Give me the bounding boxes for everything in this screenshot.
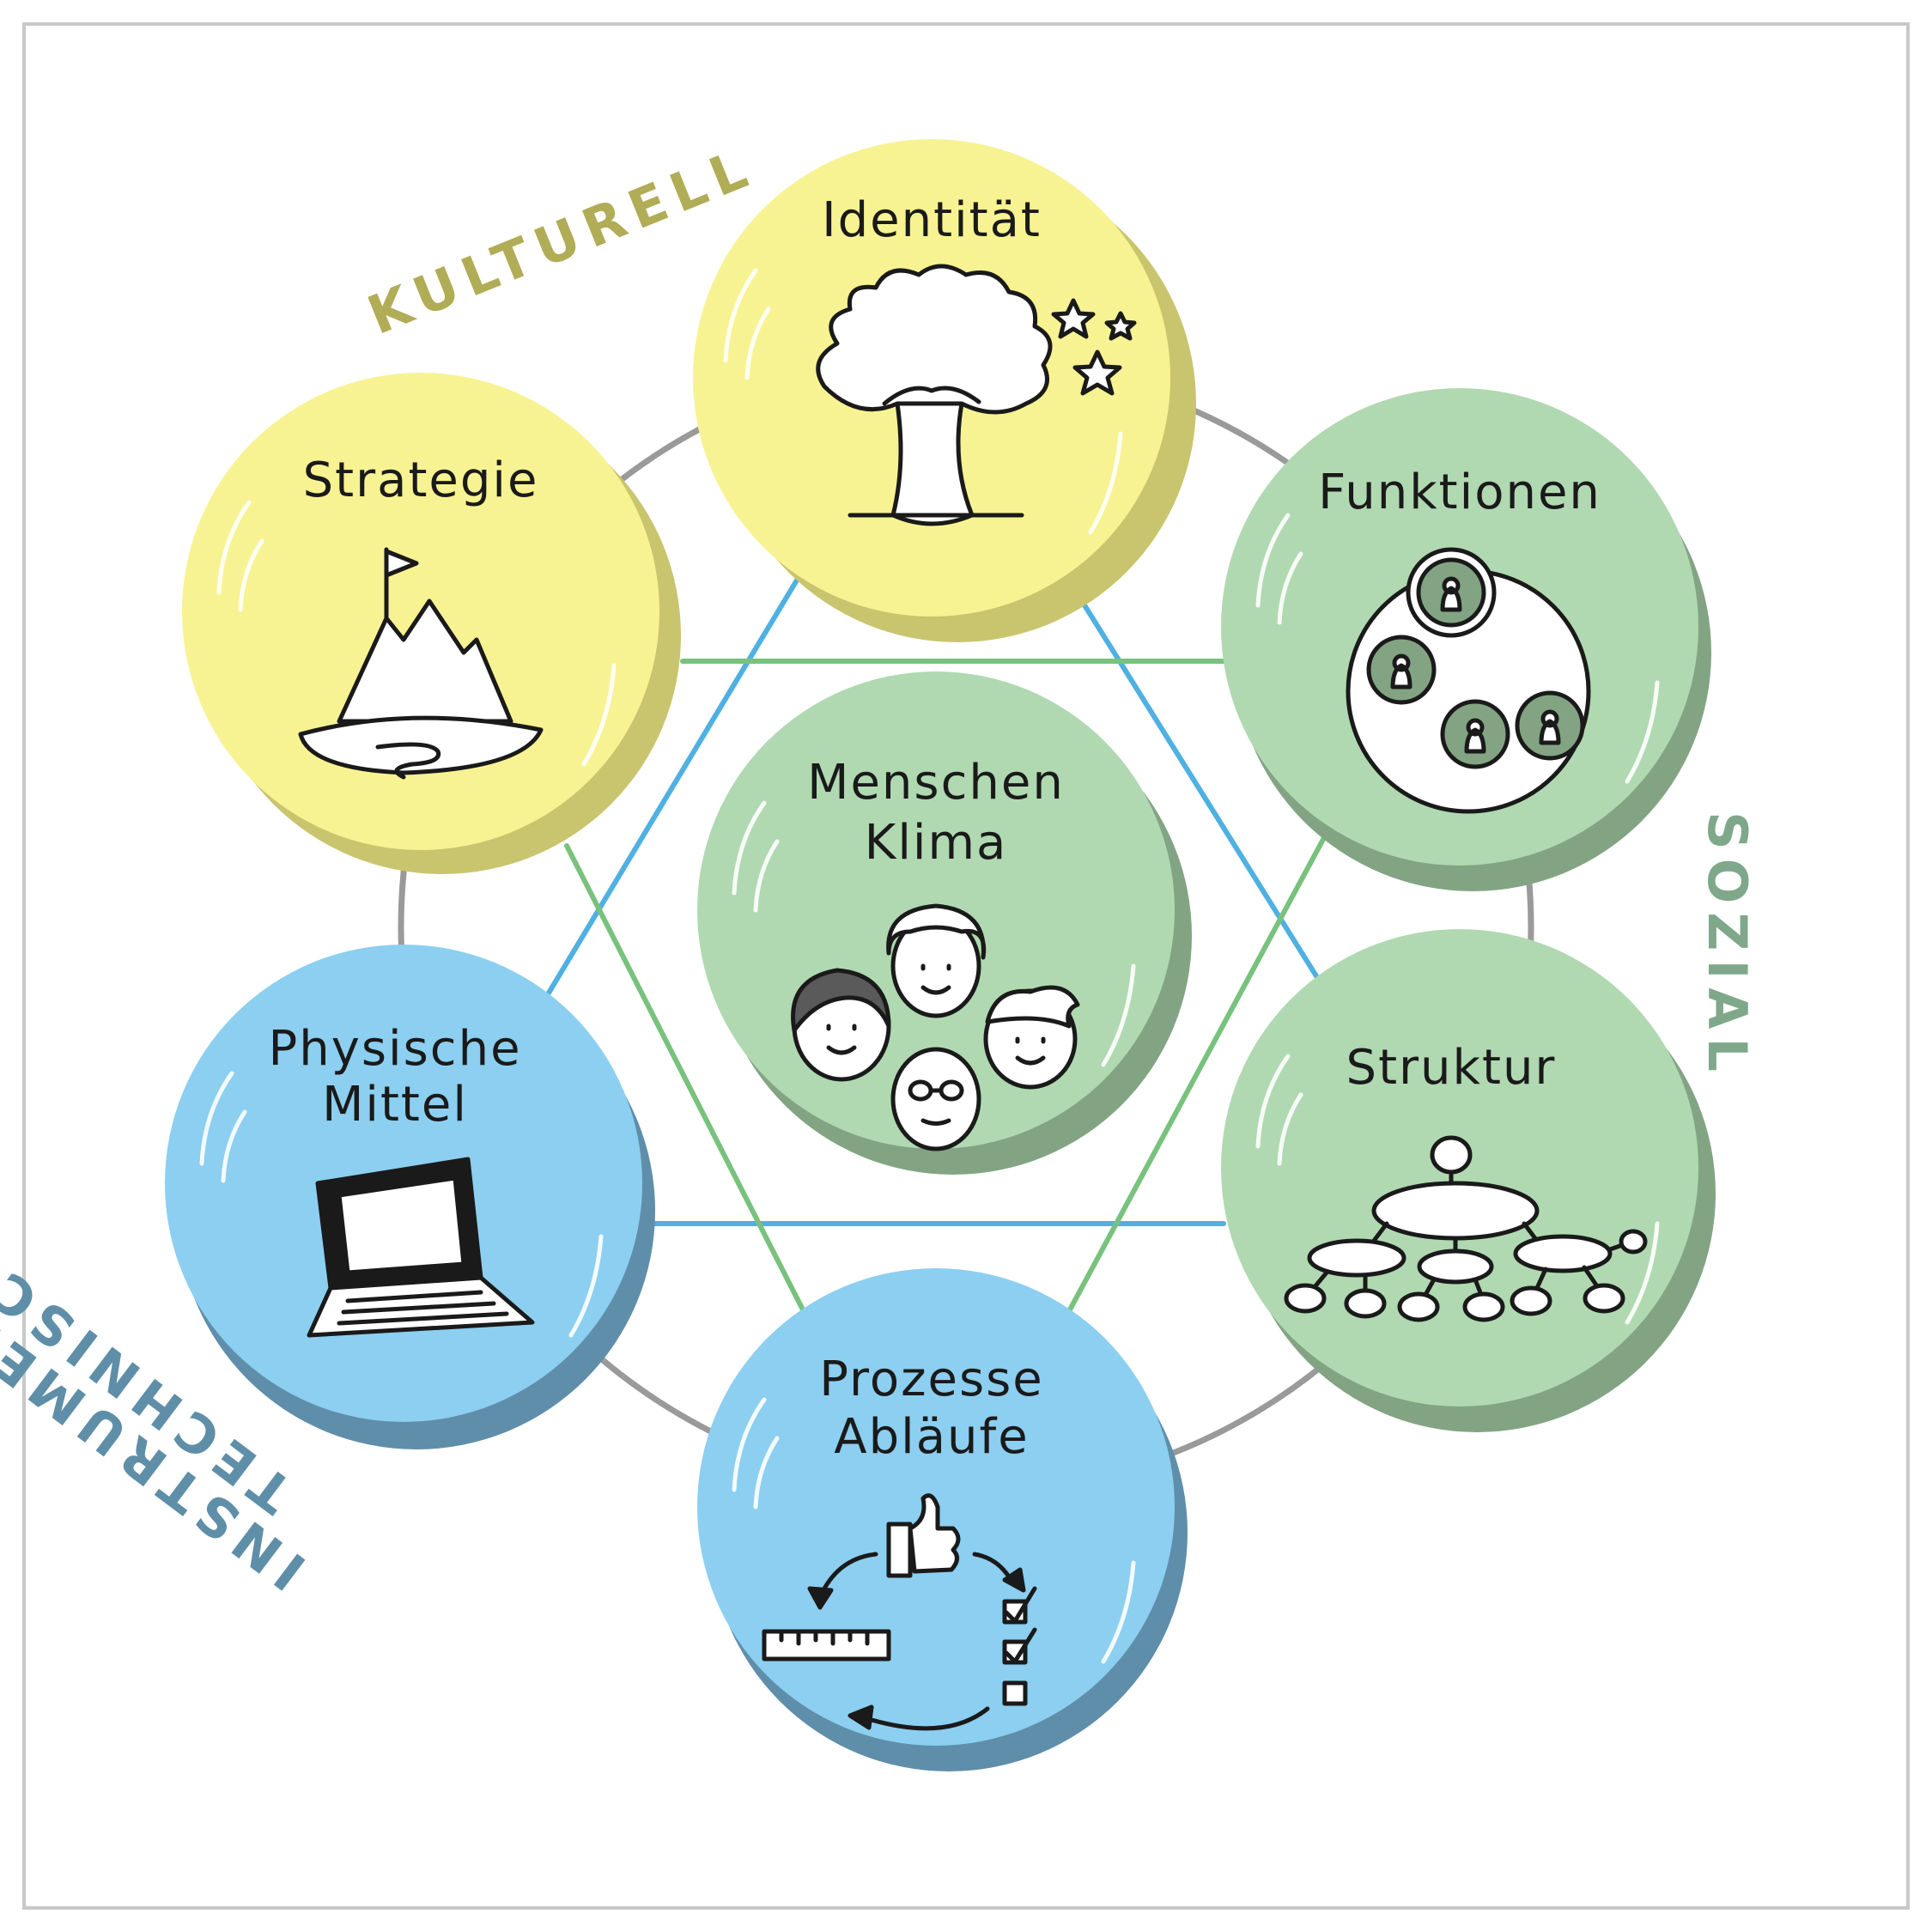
link-line-blue <box>1071 585 1342 1016</box>
node-title: Strategie <box>303 453 539 508</box>
shine-mark <box>199 1071 234 1166</box>
dimension-label-sozial: SOZIAL <box>1696 811 1759 1080</box>
node-identitaet: Identität <box>693 139 1196 642</box>
node-title-line1: Menschen <box>807 755 1065 811</box>
shine-mark <box>238 538 264 612</box>
shine-mark <box>723 268 758 363</box>
mountain-flag-path-icon <box>298 547 544 780</box>
shine-mark <box>581 663 617 767</box>
shine-mark <box>753 1436 780 1510</box>
shine-mark <box>1625 1221 1660 1325</box>
shine-mark <box>1088 431 1123 535</box>
tree-with-stars-icon <box>816 264 1137 526</box>
shine-mark <box>1277 551 1303 625</box>
node-struktur: Struktur <box>1221 929 1716 1432</box>
node-title-line1: Prozesse <box>819 1352 1044 1407</box>
node-strategie: Strategie <box>182 373 681 874</box>
node-title-line2: Mittel <box>322 1077 468 1133</box>
shine-mark <box>732 800 767 896</box>
node-title-line1: Physische <box>268 1021 521 1077</box>
hexagram <box>543 568 1342 1338</box>
shine-mark <box>1277 1092 1303 1166</box>
shine-mark <box>1101 1560 1136 1664</box>
four-faces-icon <box>791 903 1080 1151</box>
shine-mark <box>1101 963 1136 1067</box>
shine-mark <box>744 307 771 380</box>
org-structure-icon <box>1284 1135 1648 1322</box>
link-line-green <box>564 843 814 1329</box>
node-funktionen: Funktionen <box>1221 388 1711 891</box>
shine-mark <box>568 1234 604 1338</box>
link-line-blue <box>543 568 805 1001</box>
node-physische: Physische Mittel <box>165 945 655 1449</box>
shine-mark <box>1625 680 1660 784</box>
shine-mark <box>732 1397 767 1492</box>
node-title: Funktionen <box>1318 465 1601 520</box>
node-title-line2: Klima <box>865 815 1008 871</box>
shine-mark <box>1255 1054 1291 1149</box>
node-title: Struktur <box>1346 1040 1557 1096</box>
link-line-green <box>1054 830 1329 1338</box>
node-menschen: Menschen Klima <box>697 671 1192 1175</box>
process-cycle-checklist-icon <box>762 1493 1037 1731</box>
shine-mark <box>216 500 252 595</box>
shine-mark <box>753 839 780 913</box>
shine-mark <box>1255 513 1291 608</box>
node-prozesse: Prozesse Abläufe <box>697 1268 1188 1771</box>
shine-mark <box>221 1109 247 1183</box>
laptop-icon <box>307 1157 535 1338</box>
node-title-line2: Abläufe <box>834 1409 1029 1465</box>
people-roles-circle-icon <box>1346 547 1591 814</box>
node-title: Identität <box>822 192 1042 248</box>
